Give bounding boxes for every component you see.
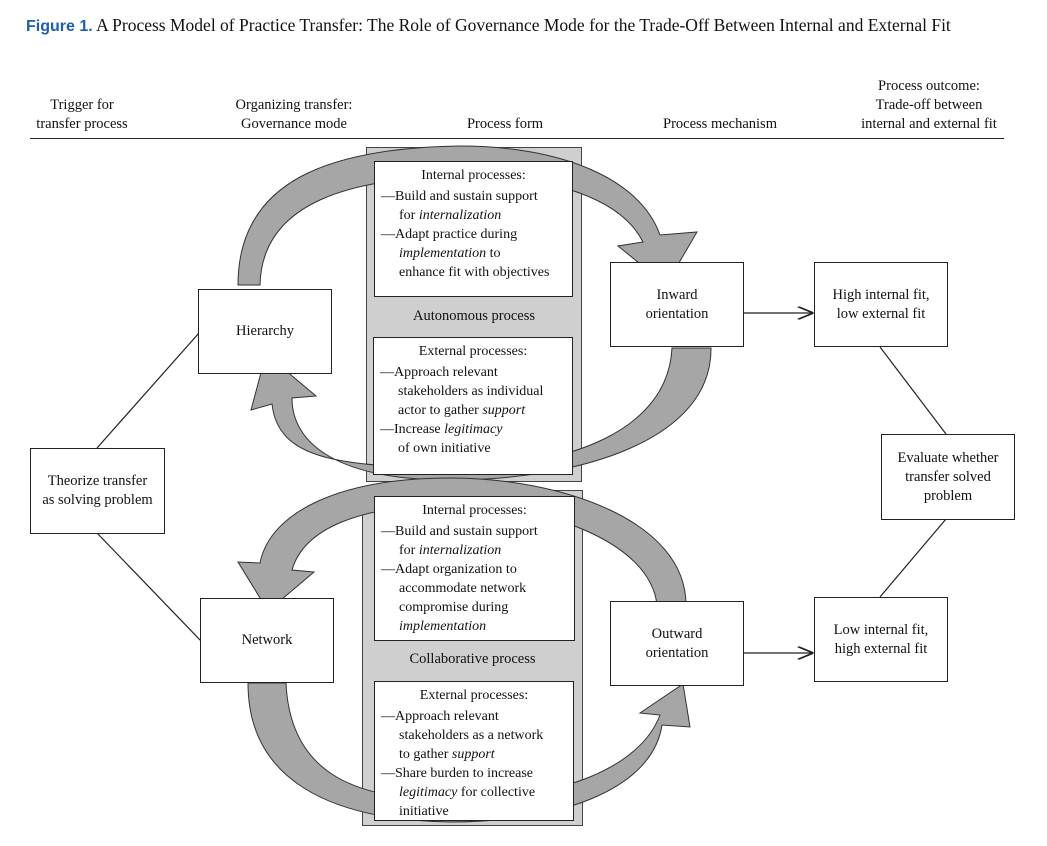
collaborative-internal-line2b: accommodate network bbox=[399, 581, 527, 596]
collaborative-internal-line2: —Adapt organization to bbox=[381, 562, 517, 577]
collaborative-process-label: Collaborative process bbox=[409, 651, 536, 667]
autonomous-external-line2b: of own initiative bbox=[398, 441, 491, 456]
figure-title: A Process Model of Practice Transfer: Th… bbox=[96, 15, 951, 35]
collaborative-external-line2c: initiative bbox=[399, 804, 449, 819]
header-outcome-line1: Process outcome: bbox=[878, 78, 980, 94]
autonomous-external-title: External processes: bbox=[418, 344, 528, 359]
collaborative-internal-title: Internal processes: bbox=[422, 503, 527, 518]
line-highfit-evaluate bbox=[879, 346, 947, 435]
autonomous-external-line1c: actor to gather support bbox=[398, 403, 526, 418]
figure-caption: Figure 1. A Process Model of Practice Tr… bbox=[26, 14, 1016, 38]
header-trigger: Trigger for transfer process bbox=[22, 96, 142, 134]
header-outcome-line2: Trade-off between bbox=[875, 97, 983, 113]
header-governance-line1: Organizing transfer: bbox=[235, 97, 353, 113]
collaborative-internal-line2d: implementation bbox=[399, 619, 487, 634]
header-trigger-line1: Trigger for bbox=[50, 97, 114, 113]
header-form-line1: Process form bbox=[466, 116, 544, 132]
node-hierarchy: Hierarchy bbox=[198, 289, 332, 374]
collaborative-internal-line2c: compromise during bbox=[399, 600, 509, 615]
header-outcome-line3: internal and external fit bbox=[861, 116, 997, 132]
autonomous-internal-line1: —Build and sustain support bbox=[381, 189, 538, 204]
collaborative-internal-line1: —Build and sustain support bbox=[381, 524, 538, 539]
node-low-internal-fit: Low internal fit,high external fit bbox=[814, 597, 948, 682]
collaborative-external-line1c: to gather support bbox=[399, 747, 495, 762]
header-governance-line2: Governance mode bbox=[241, 116, 347, 132]
autonomous-internal-line2: —Adapt practice during bbox=[381, 227, 518, 242]
figure-label: Figure 1. bbox=[26, 18, 93, 35]
autonomous-internal-title: Internal processes: bbox=[421, 168, 526, 183]
autonomous-internal-line3: enhance fit with objectives bbox=[399, 265, 550, 280]
collaborative-internal-line1b: for internalization bbox=[399, 543, 502, 558]
collaborative-internal-processes: Internal processes: —Build and sustain s… bbox=[374, 496, 575, 641]
autonomous-external-line1: —Approach relevant bbox=[380, 365, 498, 380]
node-network: Network bbox=[200, 598, 334, 683]
collaborative-external-processes: External processes: —Approach relevant s… bbox=[374, 681, 574, 821]
autonomous-external-processes: External processes: —Approach relevant s… bbox=[373, 337, 573, 475]
collaborative-external-line1b: stakeholders as a network bbox=[399, 728, 544, 743]
header-form: Process form bbox=[430, 115, 580, 134]
header-outcome: Process outcome: Trade-off between inter… bbox=[848, 77, 1010, 134]
header-trigger-line2: transfer process bbox=[36, 116, 128, 132]
curved-arrow-hierarchy-to-inward bbox=[237, 145, 698, 286]
autonomous-external-line1b: stakeholders as individual bbox=[398, 384, 544, 399]
collaborative-external-title: External processes: bbox=[419, 688, 529, 703]
header-mechanism: Process mechanism bbox=[640, 115, 800, 134]
header-governance: Organizing transfer: Governance mode bbox=[212, 96, 376, 134]
line-theorize-network bbox=[96, 532, 202, 642]
collaborative-external-line1: —Approach relevant bbox=[381, 709, 499, 724]
curved-arrow-network-to-outward bbox=[247, 682, 691, 823]
autonomous-internal-line1b: for internalization bbox=[399, 208, 502, 223]
line-theorize-hierarchy bbox=[96, 332, 200, 449]
header-rule bbox=[30, 138, 1004, 139]
autonomous-process-label: Autonomous process bbox=[412, 308, 536, 324]
header-mechanism-line1: Process mechanism bbox=[663, 116, 777, 132]
collaborative-external-line2b: legitimacy for collective bbox=[399, 785, 536, 800]
node-high-internal-fit: High internal fit,low external fit bbox=[814, 262, 948, 347]
collaborative-external-line2: —Share burden to increase bbox=[381, 766, 533, 781]
autonomous-external-line2: —Increase legitimacy bbox=[380, 422, 503, 437]
line-evaluate-lowfit bbox=[879, 518, 947, 598]
autonomous-internal-line2b: implementation to bbox=[399, 246, 501, 261]
autonomous-internal-processes: Internal processes: —Build and sustain s… bbox=[374, 161, 573, 297]
